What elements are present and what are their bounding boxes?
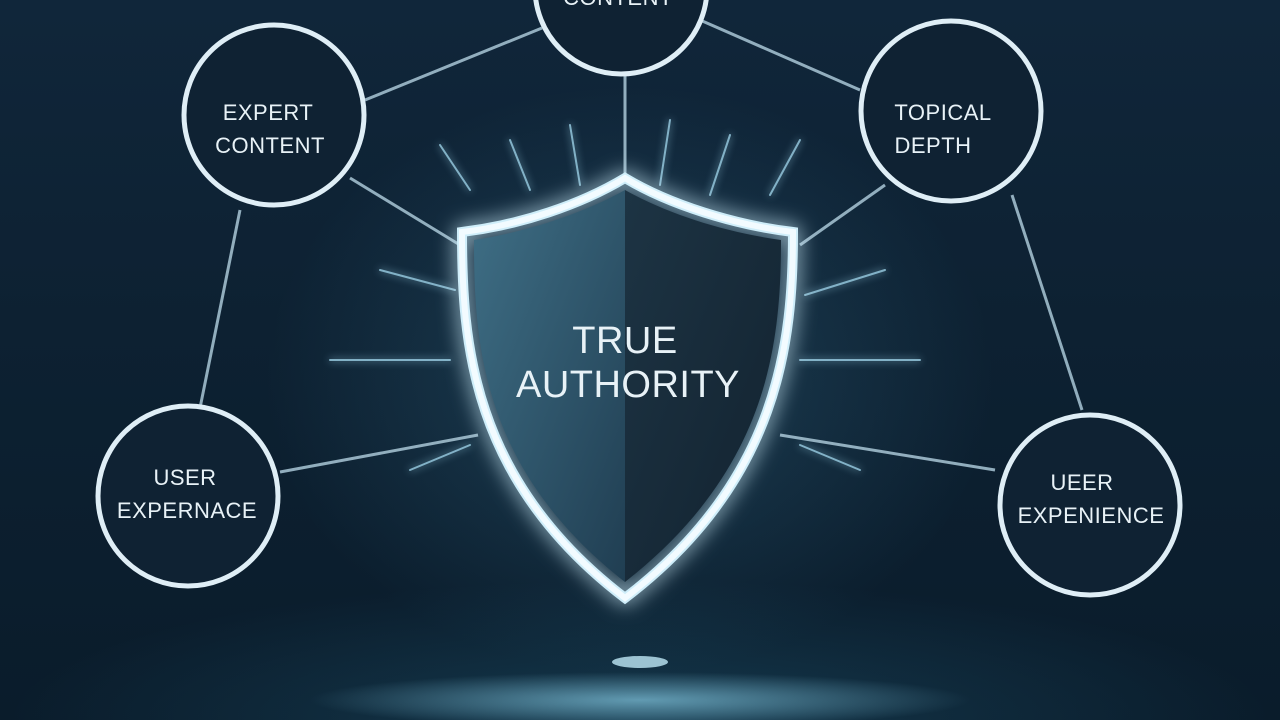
connector-expert-to-user-left	[198, 209, 242, 409]
floor-glow-core	[612, 656, 668, 668]
node-user-experience-right-line1: UEER	[1050, 470, 1113, 495]
connector-topical-to-shield	[799, 183, 886, 247]
connector-top-to-topical	[699, 18, 861, 92]
node-user-experience-left: USER EXPERNACE	[95, 403, 281, 589]
shield-outline	[458, 174, 797, 602]
shield-title-line1: TRUE	[572, 320, 677, 362]
shield-rays	[329, 119, 921, 471]
node-topical-depth: TOPICAL DEPTH	[858, 18, 1044, 204]
shield-left-half	[474, 190, 625, 582]
node-user-experience-left-line2: EXPERNACE	[117, 498, 257, 523]
shield: TRUE AUTHORITY	[456, 172, 799, 605]
floor-glow	[310, 672, 970, 720]
shield-right-half	[625, 190, 781, 582]
node-expert-content: EXPERT CONTENT	[181, 22, 367, 208]
node-content-top-label: CONTENT	[563, 0, 673, 10]
node-expert-content-line2: CONTENT	[215, 133, 325, 158]
connector-top-to-expert	[364, 26, 543, 102]
connector-expert-to-shield	[349, 176, 461, 247]
node-user-experience-right-line2: EXPENIENCE	[1018, 503, 1165, 528]
node-user-experience-right: UEER EXPENIENCE	[997, 412, 1183, 598]
node-expert-content-line1: EXPERT	[223, 100, 314, 125]
connector-user-left-to-shield	[279, 433, 479, 474]
connector-user-right-to-shield	[779, 433, 996, 472]
node-user-experience-left-line1: USER	[153, 465, 216, 490]
shield-title-line2: AUTHORITY	[516, 364, 740, 406]
node-content-top: CONTENT	[533, 0, 709, 77]
node-topical-depth-line2: DEPTH	[894, 133, 971, 158]
node-topical-depth-line1: TOPICAL	[894, 100, 991, 125]
connectors	[198, 18, 1084, 474]
connector-topical-to-user-right	[1010, 194, 1084, 411]
